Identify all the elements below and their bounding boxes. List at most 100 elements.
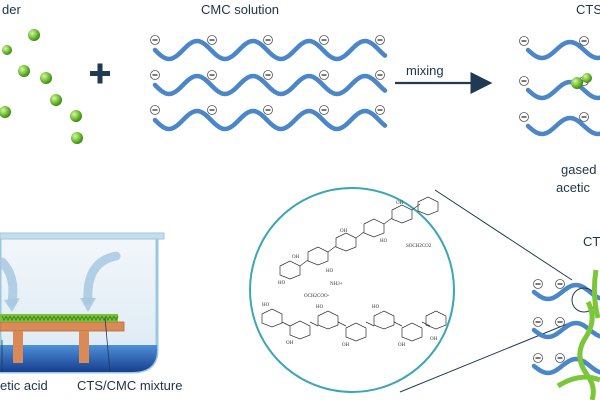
- sugar-ring: [289, 320, 311, 340]
- sugar-ring: [345, 322, 367, 342]
- negative-charge-icon: [319, 105, 329, 115]
- negative-charge-icon: [375, 70, 385, 80]
- hydroxyl-label: HO: [278, 281, 286, 286]
- negative-charge-icon: [319, 35, 329, 45]
- hydroxyl-label: HO: [262, 303, 270, 308]
- cts-top-label: CTS: [576, 2, 600, 17]
- cts-cmc-mixture-label: CTS/CMC mixture: [77, 378, 182, 393]
- cts-chain: [577, 300, 596, 400]
- negative-charge-icon: [375, 105, 385, 115]
- cts-particle: [0, 106, 11, 118]
- hydroxyl-label: OH: [398, 343, 406, 348]
- cts-particle: [18, 65, 30, 77]
- cts-particle: [2, 45, 12, 55]
- negative-charge-icon: [533, 317, 543, 327]
- cmc-solution-label: CMC solution: [201, 2, 279, 17]
- cts-particle: [70, 110, 82, 122]
- negative-charge-icon: [150, 105, 160, 115]
- negative-charge-icon: [579, 112, 589, 122]
- carboxymethyl-top-label: SOCH2CO2: [406, 244, 432, 249]
- cmc-chain: [152, 73, 388, 97]
- cmc-chain: [525, 79, 600, 101]
- negative-charge-icon: [263, 105, 273, 115]
- negative-charge-icon: [533, 353, 543, 363]
- cmc-chain: [525, 39, 600, 61]
- acetic-acid-solution: [0, 345, 157, 372]
- hydroxyl-label: OH: [340, 229, 348, 234]
- platform-leg: [13, 331, 23, 363]
- cmc-chain: [531, 282, 600, 302]
- hydroxyl-label: OH: [292, 255, 300, 260]
- sugar-ring: [307, 246, 329, 266]
- cts-chain: [556, 374, 600, 389]
- negative-charge-icon: [263, 70, 273, 80]
- mixing-label: mixing: [406, 63, 444, 78]
- film-texture: [1, 315, 119, 322]
- hydroxyl-label: OH: [430, 337, 438, 342]
- nh3-label: NH3+: [330, 282, 343, 287]
- plus-icon: [90, 63, 110, 84]
- mixture-pointer-line: [104, 317, 111, 373]
- cts-particle: [71, 132, 83, 144]
- cmc-chain: [531, 356, 600, 376]
- sugar-ring: [417, 196, 439, 216]
- molecular-structure: OH OH OH OH OH OH OH HO HO HO HO HO HO: [261, 196, 447, 348]
- zoom-circle: [249, 187, 455, 393]
- cts-chain: [591, 269, 600, 319]
- sugar-ring: [401, 322, 423, 342]
- sugar-ring: [373, 310, 395, 330]
- cts-bottom-label: CT: [583, 234, 600, 249]
- gaseous-label: gased: [561, 162, 596, 177]
- negative-charge-icon: [519, 112, 529, 122]
- cmc-chain: [152, 38, 388, 62]
- negative-charge-icon: [519, 76, 529, 86]
- sugar-ring: [391, 204, 413, 224]
- zoom-line: [434, 189, 573, 281]
- sugar-ring: [317, 310, 339, 330]
- cts-particle: [28, 29, 40, 41]
- hydroxyl-label: HO: [380, 239, 388, 244]
- hydroxyl-label: HO: [326, 269, 334, 274]
- negative-charge-icon: [375, 35, 385, 45]
- negative-charge-icon: [579, 36, 589, 46]
- hydroxyl-label: OH: [396, 201, 404, 206]
- powder-label: der: [2, 2, 21, 17]
- cts-particle: [50, 94, 62, 106]
- sugar-ring: [279, 260, 301, 280]
- negative-charge-icon: [519, 36, 529, 46]
- negative-charge-icon: [150, 35, 160, 45]
- hydroxyl-label: OH: [342, 343, 350, 348]
- acetic-right-label: acetic: [556, 180, 590, 195]
- cmc-chains: [150, 35, 388, 132]
- negative-charge-icon: [207, 35, 217, 45]
- reaction-container: [0, 232, 165, 374]
- hydroxyl-label: HO: [316, 305, 324, 310]
- hydroxyl-label: HO: [372, 305, 380, 310]
- carboxymethyl-label: OCH2COO-: [304, 294, 330, 299]
- negative-charge-icon: [319, 70, 329, 80]
- sugar-ring: [425, 310, 447, 330]
- negative-charge-icon: [555, 317, 565, 327]
- vapor-arrow-icon: [0, 257, 18, 307]
- sugar-ring: [335, 232, 357, 252]
- acetic-acid-label: etic acid: [0, 378, 48, 393]
- negative-charge-icon: [555, 279, 565, 289]
- cts-particle: [582, 73, 592, 83]
- platform-leg: [79, 331, 89, 363]
- negative-charge-icon: [555, 353, 565, 363]
- sugar-ring: [363, 218, 385, 238]
- negative-charge-icon: [207, 70, 217, 80]
- hydroxyl-label: OH: [286, 341, 294, 346]
- cts-particle: [571, 77, 583, 89]
- negative-charge-icon: [150, 70, 160, 80]
- negative-charge-icon: [207, 105, 217, 115]
- cts-particle: [40, 72, 52, 84]
- mixed-chains: [519, 36, 600, 137]
- cts-powder-particles: [0, 29, 83, 144]
- cmc-chain: [525, 115, 600, 137]
- network-chains: [531, 279, 600, 376]
- sugar-ring: [261, 308, 283, 328]
- cmc-chain: [152, 108, 388, 132]
